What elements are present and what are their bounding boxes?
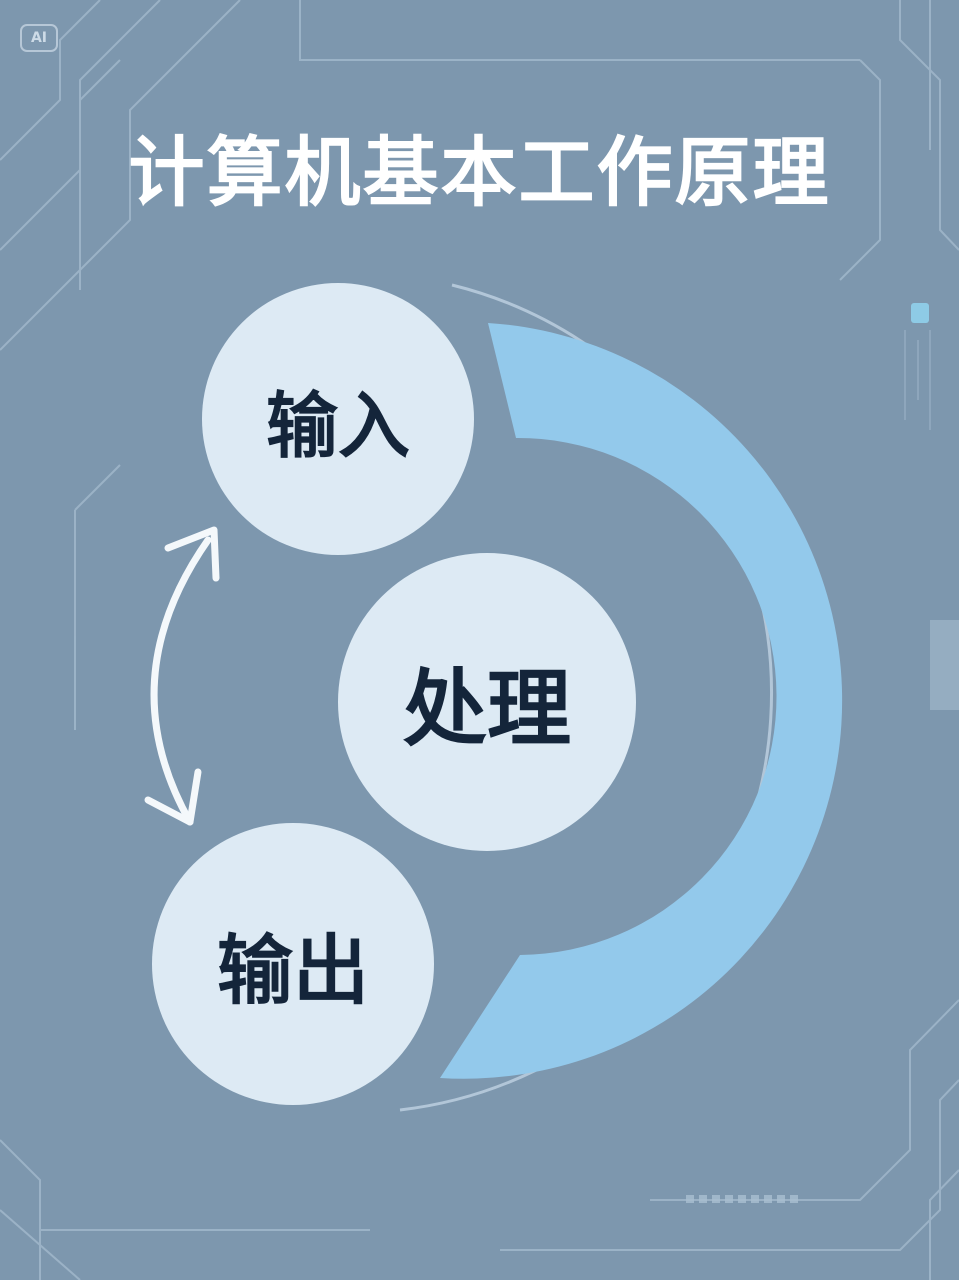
input-node-label: 输入 [265, 382, 410, 468]
output-node: 输出 [152, 823, 434, 1105]
ai-badge: AI [20, 24, 58, 52]
input-node: 输入 [202, 283, 474, 555]
process-node-label: 处理 [402, 658, 571, 758]
tick-marks [904, 330, 931, 430]
page-title: 计算机基本工作原理 [128, 128, 831, 217]
process-node: 处理 [338, 553, 636, 851]
dotted-bar [686, 1195, 798, 1203]
output-node-label: 输出 [217, 926, 369, 1015]
accent-square [911, 303, 929, 323]
side-tab [930, 620, 959, 710]
cycle-arrow-icon [144, 526, 220, 826]
process-band [440, 323, 843, 1079]
